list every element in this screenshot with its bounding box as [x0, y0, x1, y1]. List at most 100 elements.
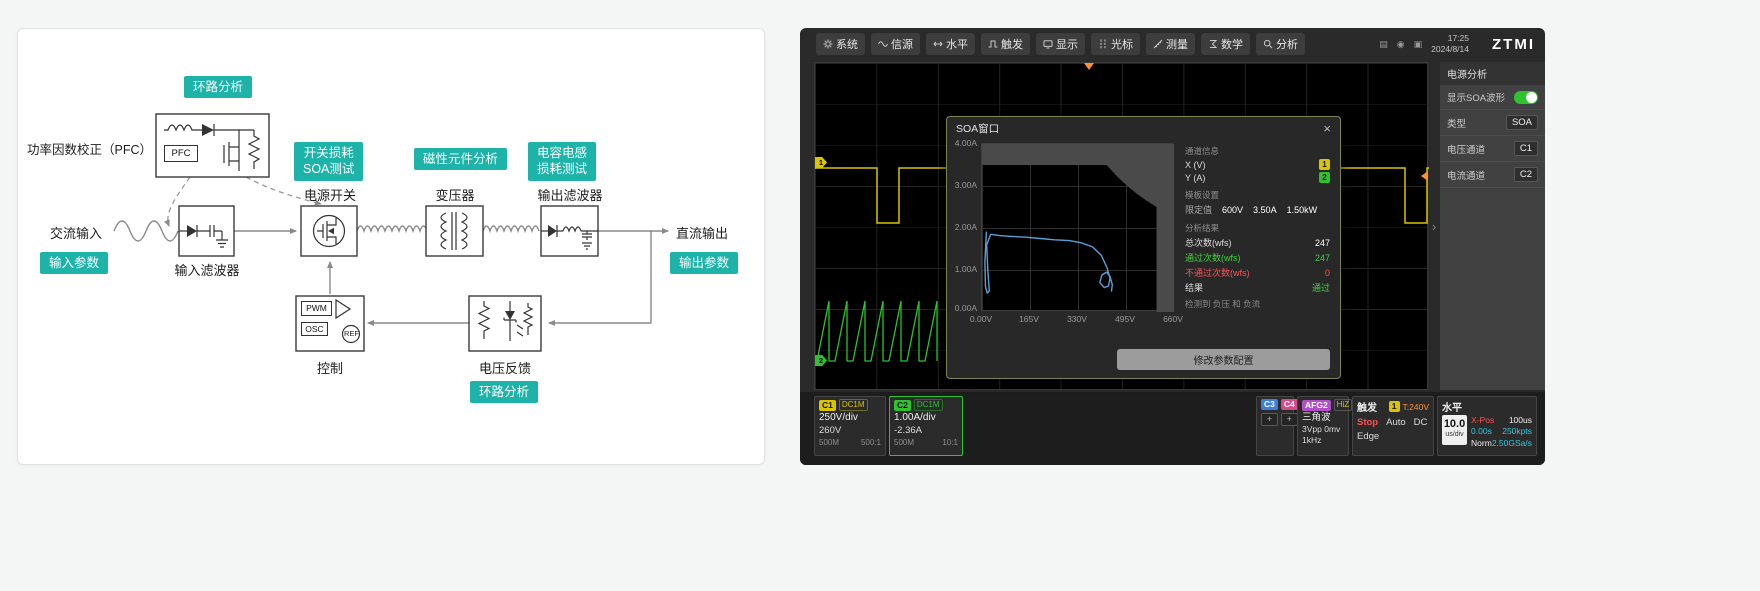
- channel-info-section: 通道信息: [1185, 145, 1330, 157]
- trigger-position-marker[interactable]: [1084, 63, 1094, 70]
- trigger-level-marker[interactable]: [1421, 171, 1428, 181]
- x-tick: 0.00V: [961, 314, 1001, 324]
- total-value: 247: [1315, 238, 1330, 248]
- timebase-readout: 10.0 us/div: [1442, 415, 1467, 445]
- pfc-chip: PFC: [164, 145, 198, 162]
- afg-frequency: 1kHz: [1302, 435, 1344, 446]
- screenshot-icon[interactable]: ▤: [1379, 39, 1388, 50]
- pass-label: 通过次数(wfs): [1185, 251, 1241, 264]
- cursor-icon: [1098, 39, 1108, 49]
- menu-display[interactable]: 显示: [1036, 33, 1085, 55]
- menu-trigger[interactable]: 触发: [981, 33, 1030, 55]
- voltage-channel-value: C1: [1514, 141, 1538, 156]
- clock-time: 17:25: [1431, 33, 1469, 44]
- result-label: 结果: [1185, 281, 1203, 294]
- pass-row: 通过次数(wfs) 247: [1185, 251, 1330, 264]
- menu-label: 信源: [891, 36, 913, 52]
- ch2-probe: 10:1: [942, 438, 958, 447]
- soa-trace: [985, 232, 1112, 293]
- x-channel-label: X (V): [1185, 160, 1206, 170]
- horizontal-box[interactable]: 水平 10.0 us/div X-Pos 100us 0.00s 250kpt: [1437, 396, 1537, 456]
- trigger-level: T:240V: [1403, 402, 1429, 412]
- menu-label: 水平: [946, 36, 968, 52]
- template-section: 模板设置: [1185, 189, 1330, 201]
- menu-label: 触发: [1001, 36, 1023, 52]
- output-filter-label: 输出滤波器: [535, 185, 605, 204]
- current-channel-label: 电流通道: [1447, 168, 1485, 182]
- menu-horizontal[interactable]: 水平: [926, 33, 975, 55]
- trigger-box[interactable]: 触发 1 T:240V Stop Auto DC Edge: [1352, 396, 1434, 456]
- xpos-label: X-Pos: [1471, 415, 1494, 426]
- menu-system[interactable]: 系统: [816, 33, 865, 55]
- sidebar-row-current-channel[interactable]: 电流通道 C2: [1440, 162, 1545, 188]
- trigger-type: Edge: [1357, 431, 1379, 442]
- menu-source[interactable]: 信源: [871, 33, 920, 55]
- badge-magnetic-analysis: 磁性元件分析: [414, 148, 507, 170]
- type-label: 类型: [1447, 116, 1466, 130]
- result-row: 结果 通过: [1185, 281, 1330, 294]
- afg-box[interactable]: AFG2 HiZ 三角波 3Vpp 0mv 1kHz: [1297, 396, 1349, 456]
- badge-loop-analysis-top: 环路分析: [184, 76, 252, 98]
- brand-logo: ZTMI: [1492, 36, 1535, 53]
- soa-display-toggle[interactable]: [1514, 91, 1538, 104]
- trigger-coupling: DC: [1414, 417, 1428, 428]
- menu-measure[interactable]: 测量: [1146, 33, 1195, 55]
- add-ch4-button[interactable]: +: [1281, 413, 1298, 426]
- add-ch3-button[interactable]: +: [1261, 413, 1278, 426]
- ac-input-label: 交流输入: [50, 223, 102, 242]
- horizontal-title: 水平: [1442, 399, 1462, 414]
- sidebar-row-soa-toggle[interactable]: 显示SOA波形: [1440, 85, 1545, 110]
- power-supply-diagram: 环路分析 开关损耗 SOA测试 磁性元件分析 电容电感 损耗测试 输入参数 输出…: [17, 28, 765, 465]
- soa-info-panel: 通道信息 X (V) 1 Y (A) 2 模板设置 限定值 600V 3.50A: [1185, 139, 1330, 310]
- soa-toggle-label: 显示SOA波形: [1447, 90, 1505, 104]
- menu-analysis[interactable]: 分析: [1256, 33, 1305, 55]
- diagram-graphics: [18, 29, 766, 466]
- menu-label: 数学: [1221, 36, 1243, 52]
- ch3-tag[interactable]: C3: [1261, 399, 1278, 410]
- modify-params-button[interactable]: 修改参数配置: [1117, 349, 1330, 370]
- type-value: SOA: [1506, 115, 1538, 130]
- record-length: 250kpts: [1502, 426, 1532, 437]
- y-tick: 2.00A: [947, 222, 977, 232]
- toggle-knob: [1526, 92, 1537, 103]
- record-icon[interactable]: ◉: [1397, 39, 1405, 50]
- y-channel-chip: 2: [1319, 172, 1330, 183]
- ch1-bandwidth: 500M: [819, 438, 839, 447]
- close-icon[interactable]: ×: [1323, 122, 1331, 135]
- display-icon: [1043, 39, 1053, 49]
- soa-template-mask: [982, 144, 1174, 312]
- x-channel-row: X (V) 1: [1185, 159, 1330, 170]
- sidebar-row-voltage-channel[interactable]: 电压通道 C1: [1440, 136, 1545, 162]
- menu-cursor[interactable]: 光标: [1091, 33, 1140, 55]
- ch2-tag: C2: [894, 400, 911, 411]
- oscilloscope-screenshot: 系统 信源 水平 触发 显示 光标 测量 数学: [800, 28, 1545, 465]
- power-analysis-sidebar: 电源分析 显示SOA波形 类型 SOA 电压通道 C1 电流通道 C2: [1440, 62, 1545, 390]
- usb-icon[interactable]: ▣: [1414, 39, 1423, 50]
- badge-switch-loss-soa: 开关损耗 SOA测试: [294, 142, 363, 181]
- result-value: 通过: [1312, 281, 1330, 294]
- y-tick: 4.00A: [947, 138, 977, 148]
- channel1-box[interactable]: C1 DC1M 250V/div 260V 500M 500:1: [814, 396, 886, 456]
- sample-rate: 2.50GSa/s: [1492, 438, 1532, 449]
- sidebar-title: 电源分析: [1440, 62, 1545, 85]
- ch4-tag[interactable]: C4: [1281, 399, 1298, 410]
- transformer-label: 变压器: [427, 185, 483, 204]
- badge-output-params: 输出参数: [670, 252, 738, 274]
- waveform-display[interactable]: 1 2 SOA窗口 × 4.00A 3.00A 2.00A 1.00A: [814, 62, 1428, 390]
- ch1-coupling: DC1M: [839, 399, 868, 411]
- badge-line: 开关损耗: [303, 145, 354, 161]
- control-label: 控制: [304, 358, 356, 377]
- timebase-unit: us/div: [1442, 431, 1467, 438]
- channel2-box[interactable]: C2 DC1M 1.00A/div -2.36A 500M 10:1: [889, 396, 963, 456]
- badge-line: 损耗测试: [537, 161, 587, 177]
- ch2-trace: [817, 301, 937, 361]
- sidebar-row-type[interactable]: 类型 SOA: [1440, 110, 1545, 136]
- panel-handle[interactable]: ›: [1428, 62, 1440, 390]
- soa-dialog: SOA窗口 × 4.00A 3.00A 2.00A 1.00A 0.00A 0.…: [946, 116, 1341, 379]
- badge-loop-analysis-bottom: 环路分析: [470, 381, 538, 403]
- voltage-channel-label: 电压通道: [1447, 142, 1485, 156]
- total-row: 总次数(wfs) 247: [1185, 236, 1330, 249]
- menu-math[interactable]: 数学: [1201, 33, 1250, 55]
- trigger-title: 触发: [1357, 399, 1377, 414]
- ac-sine-wire: [114, 221, 178, 241]
